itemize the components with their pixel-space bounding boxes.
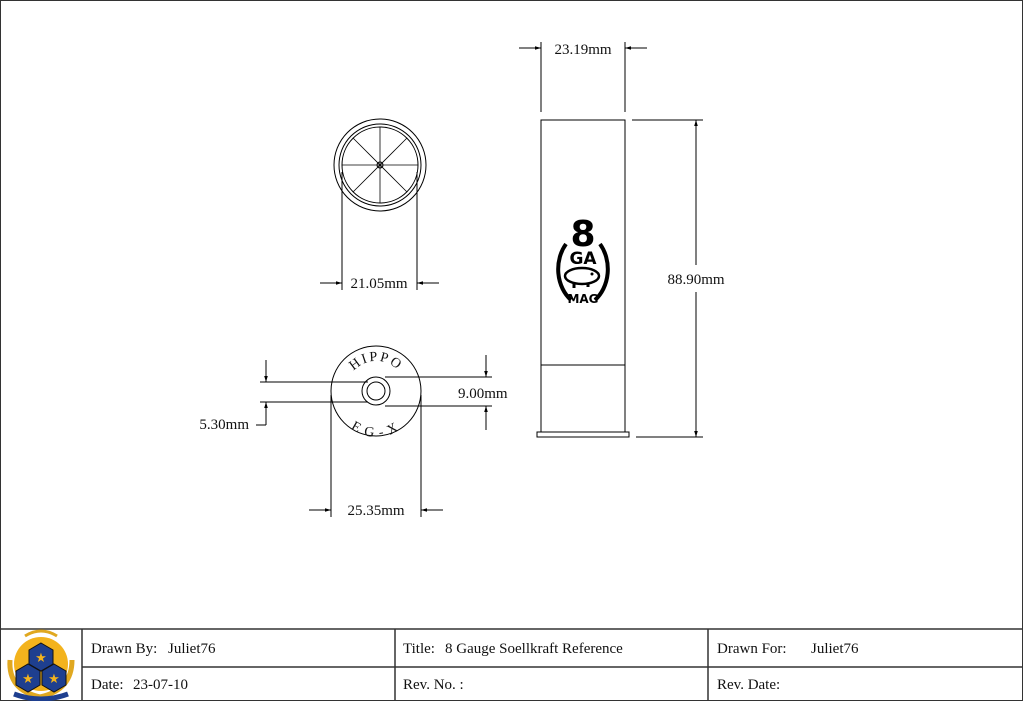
svg-text:★: ★ (35, 650, 47, 665)
svg-text:8: 8 (570, 214, 595, 255)
title-block (0, 628, 1023, 701)
logo-emblem: ★ ★ ★ (7, 629, 75, 701)
case-length-dimension: 88.90mm (667, 272, 724, 288)
base-view (256, 345, 492, 517)
mouth-view (320, 118, 439, 290)
headstamp-bottom: EG-X (348, 419, 403, 441)
svg-text:MAG: MAG (567, 292, 598, 306)
rev-date-label: Rev. Date: (717, 677, 780, 693)
title-label: Title: (403, 641, 435, 657)
rev-no-label: Rev. No. : (403, 677, 464, 693)
drawn-by-value: Juliet76 (168, 641, 216, 657)
case-width-dimension: 23.19mm (554, 42, 611, 58)
drawn-by-label: Drawn By: (91, 641, 157, 657)
svg-text:★: ★ (22, 671, 34, 686)
svg-text:GA: GA (569, 249, 597, 269)
date-value: 23-07-10 (133, 677, 188, 693)
date-label: Date: (91, 677, 123, 693)
drawn-for-value: Juliet76 (811, 641, 859, 657)
hippo-icon (563, 266, 601, 288)
rim-diameter-dimension: 25.35mm (347, 503, 404, 519)
side-view (519, 42, 703, 438)
primer-outer-dimension: 9.00mm (458, 386, 508, 402)
headstamp-top: HIPPO (347, 350, 406, 374)
svg-text:★: ★ (48, 671, 60, 686)
title-value: 8 Gauge Soellkraft Reference (445, 641, 623, 657)
case-logo: 8 GA MAG (556, 214, 610, 306)
mouth-diameter-dimension: 21.05mm (350, 276, 407, 292)
drawn-for-label: Drawn For: (717, 641, 787, 657)
primer-pocket-dimension: 5.30mm (199, 417, 249, 433)
